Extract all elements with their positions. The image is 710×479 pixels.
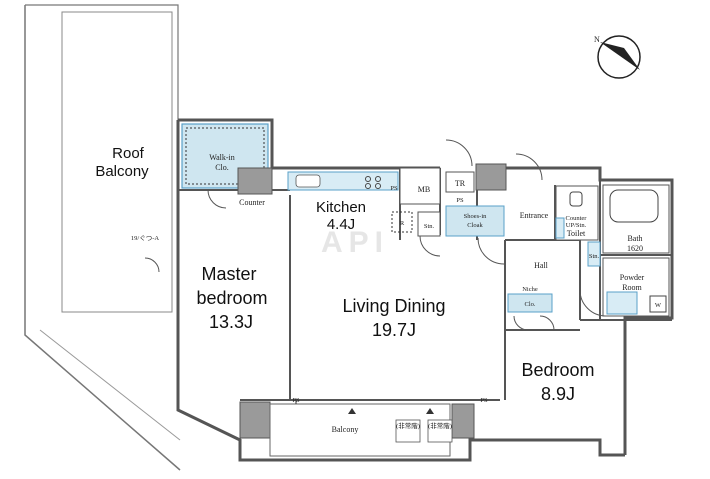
side-label: 19/ぐつ-A <box>131 235 159 242</box>
stove-burner-icon <box>375 176 381 182</box>
mb-label: MB <box>418 185 430 194</box>
niche-label: Niche <box>522 286 538 293</box>
powder-room-label-2: Room <box>622 283 642 292</box>
sink-icon <box>295 174 321 188</box>
north-letter: N <box>594 35 600 44</box>
kitchen-counter: R <box>287 171 413 233</box>
kitchen-ps-label: PS <box>390 185 398 192</box>
structural-columns <box>237 163 507 439</box>
master-bedroom-label-1: Master <box>201 264 256 284</box>
stove-burner-icon <box>375 183 381 189</box>
balcony-ps-right: PS <box>480 397 488 404</box>
toilet-icon <box>569 191 583 207</box>
svg-text:R: R <box>400 220 405 227</box>
tr-label: TR <box>455 179 466 188</box>
balcony-tag-2: (非常階) <box>428 421 452 430</box>
bath-area <box>555 184 670 317</box>
north-arrow-icon: N <box>594 35 641 79</box>
w-label: W <box>655 302 662 309</box>
entrance-label: Entrance <box>520 211 549 220</box>
counter-toilet-label-2: UP/Stn. <box>566 222 587 229</box>
bedroom-label: Bedroom <box>521 360 594 380</box>
walk-in-closet-label-2: Clo. <box>215 163 229 172</box>
hall-closet-label: Clo. <box>524 301 535 308</box>
kitchen-utility: Stn. MB PS TR PS Shoes-in Cloak <box>390 167 505 237</box>
roof-balcony-label-2: Balcony <box>95 163 149 180</box>
hall-closet <box>507 293 553 313</box>
master-bedroom-area: 13.3J <box>209 312 253 332</box>
hall-label: Hall <box>534 261 549 270</box>
shoes-cloak-label-1: Shoes-in <box>464 213 488 220</box>
stove-burner-icon <box>365 183 371 189</box>
bath-label-1: Bath <box>627 234 642 243</box>
toilet-label: Toilet <box>567 229 586 238</box>
master-bedroom-label-2: bedroom <box>196 288 267 308</box>
kitchen-label-2: 4.4J <box>327 216 355 233</box>
counter-toilet-label-1: Counter <box>566 215 588 222</box>
balcony-area <box>269 400 453 457</box>
unit-walls <box>176 118 674 462</box>
balcony-label: Balcony <box>332 425 359 434</box>
kitchen-label-1: Kitchen <box>316 199 366 216</box>
bathtub-icon <box>609 189 659 223</box>
shoes-cloak-label-2: Cloak <box>467 222 483 229</box>
storage-label: Stn. <box>424 223 435 230</box>
living-dining-label: Living Dining <box>342 296 445 316</box>
balcony-ps-left: PS <box>292 397 300 404</box>
bath-label-2: 1620 <box>627 244 643 253</box>
bath-storage-label: Stn. <box>589 253 600 260</box>
walk-in-closet-label-1: Walk-in <box>209 153 235 162</box>
living-dining-area: 19.7J <box>372 320 416 340</box>
doors <box>144 139 607 331</box>
bedroom-area: 8.9J <box>541 384 575 404</box>
ps-mid-label: PS <box>456 197 464 204</box>
stove-burner-icon <box>365 176 371 182</box>
fridge-space <box>391 211 413 233</box>
powder-room-label-1: Powder <box>620 273 645 282</box>
counter-label: Counter <box>239 198 265 207</box>
watermark: API <box>321 226 389 259</box>
balcony-tag-1: (非常階) <box>396 421 420 430</box>
roof-balcony-label-1: Roof <box>112 145 145 162</box>
